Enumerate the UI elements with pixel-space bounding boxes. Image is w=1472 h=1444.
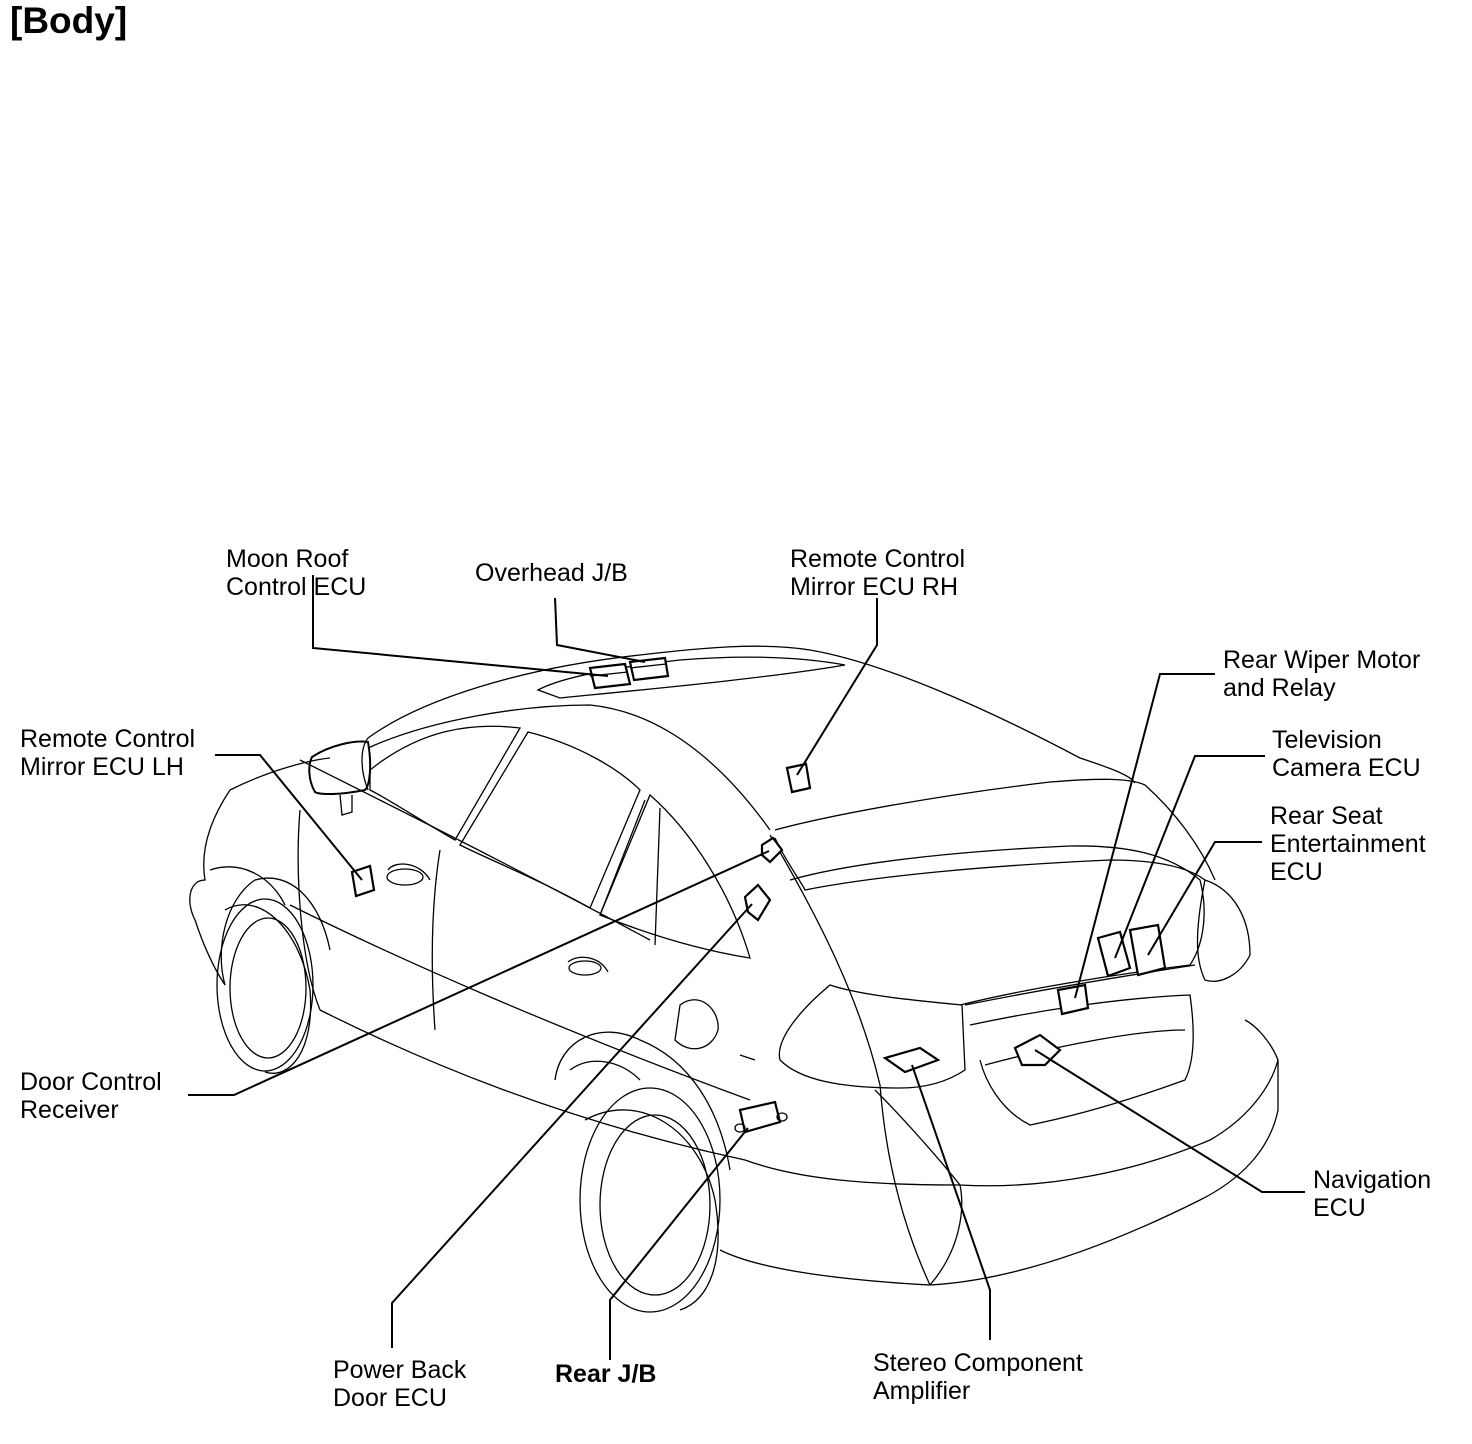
component-rear-jb <box>734 1100 788 1134</box>
leader-lines <box>188 575 1305 1360</box>
component-rear-seat-ent-ecu <box>1128 923 1167 977</box>
front-wheel <box>216 898 314 1074</box>
label-overhead-jb: Overhead J/B <box>475 559 628 587</box>
component-power-back-door-ecu <box>743 883 772 922</box>
component-door-control-receiver <box>760 836 784 864</box>
page-title: [Body] <box>10 0 128 41</box>
rear-wheel <box>579 1087 721 1313</box>
component-stereo-amp <box>882 1046 941 1074</box>
label-rear-jb: Rear J/B <box>555 1360 657 1388</box>
side-mirror <box>308 740 372 816</box>
component-rear-wiper-motor <box>1056 983 1090 1016</box>
vehicle-body-outline <box>189 645 1279 1286</box>
component-moon-roof-ecu <box>588 662 632 690</box>
component-mirror-ecu-rh <box>785 762 812 794</box>
component-tv-camera-ecu <box>1096 930 1132 978</box>
component-overhead-jb <box>628 656 670 682</box>
